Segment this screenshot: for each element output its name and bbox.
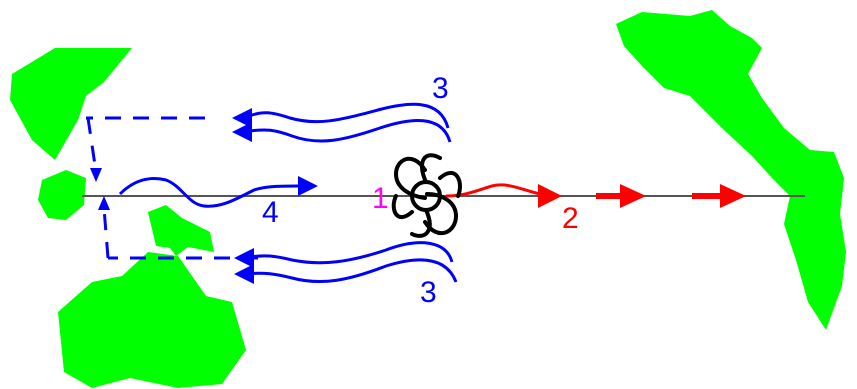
land-borneo [148, 205, 214, 256]
land-indochina [38, 170, 86, 220]
return-circulation [86, 116, 258, 260]
return-arrowhead-up [98, 196, 110, 210]
land-australia [58, 252, 246, 388]
kelvin-arrow-3-shaft [692, 193, 720, 199]
cyclone-icon [391, 153, 462, 238]
label-onset: 1 [372, 182, 389, 215]
land-america-north [616, 10, 846, 330]
rossby-south-arrowhead-2 [234, 264, 254, 284]
rossby-north-line-1 [243, 102, 450, 129]
return-south-up [102, 207, 110, 259]
return-north-down [86, 117, 98, 173]
label-rossby-south: 3 [420, 276, 437, 309]
kelvin-arrowhead-2 [620, 184, 646, 208]
rossby-south-line-2 [245, 258, 458, 284]
kelvin-arrowhead-1 [538, 184, 562, 208]
rossby-north-line-2 [243, 119, 452, 143]
kelvin-arrow-2-shaft [596, 193, 622, 199]
rossby-south-arrowhead-1 [234, 248, 254, 268]
land-masses [10, 10, 846, 388]
return-wave-arrowhead [298, 176, 318, 196]
label-rossby-north: 3 [432, 72, 449, 105]
rossby-north-arrowhead-2 [232, 122, 252, 142]
rossby-wave-north [243, 102, 452, 143]
rossby-south-line-1 [245, 241, 454, 265]
label-return: 4 [262, 196, 279, 229]
kelvin-arrowhead-3 [720, 184, 746, 208]
land-asia-north [10, 48, 132, 160]
kelvin-wave-line [445, 183, 541, 198]
rossby-wave-south [245, 241, 458, 284]
rossby-north-arrowhead-1 [232, 108, 252, 128]
return-wave [118, 177, 299, 208]
return-arrowhead-down [90, 168, 102, 182]
label-kelvin: 2 [562, 202, 579, 235]
